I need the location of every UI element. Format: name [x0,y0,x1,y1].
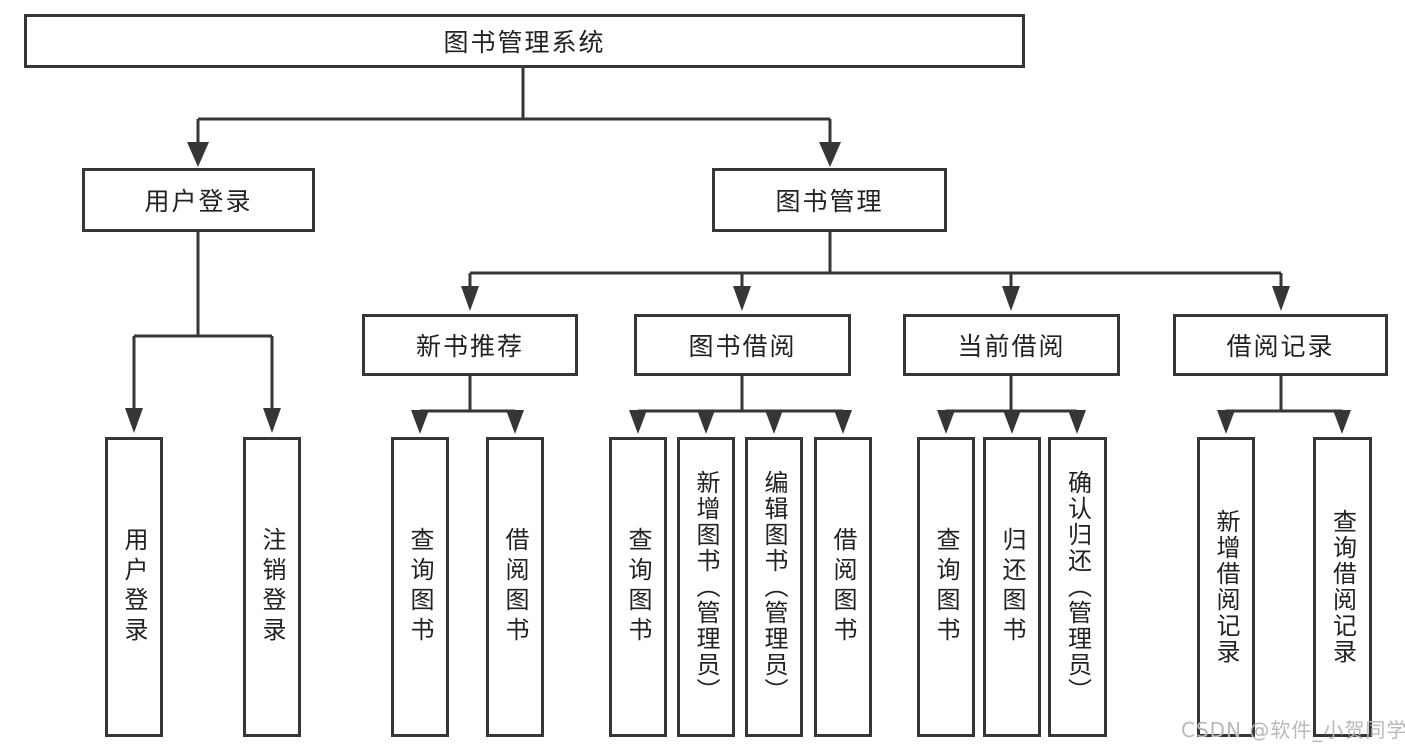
node-borrowing-records-label: 借阅记录 [1226,332,1335,361]
leaf-records-query-record: 查询借阅记录 [1313,437,1372,737]
connector-current-borrowing-branch [937,376,1086,434]
csdn-watermark: CSDN @软件_小贺同学 [1181,718,1405,742]
leaf-current-confirm-return-admin-label: 确认归还（管理员） [1063,470,1092,704]
leaf-current-return-books-label: 归还图书 [998,527,1026,647]
leaf-user-login: 用户登录 [105,437,163,737]
leaf-recommend-borrow-books-label: 借阅图书 [501,527,529,647]
node-new-book-recommend: 新书推荐 [362,314,578,376]
node-current-borrowing: 当前借阅 [903,314,1120,376]
node-current-borrowing-label: 当前借阅 [957,332,1066,361]
connector-book-management-to-level2 [461,232,1290,311]
leaf-logout-label: 注销登录 [258,527,286,647]
node-root-library-management-system: 图书管理系统 [24,14,1025,68]
leaf-borrow-borrow-books: 借阅图书 [814,437,872,737]
leaf-recommend-query-books: 查询图书 [391,437,449,737]
node-borrowing-records: 借阅记录 [1173,314,1388,376]
connector-book-borrowing-branch [629,376,852,434]
leaf-borrow-borrow-books-label: 借阅图书 [829,527,857,647]
leaf-user-login-label: 用户登录 [120,527,148,647]
leaf-borrow-query-books: 查询图书 [609,437,667,737]
leaf-records-query-record-label: 查询借阅记录 [1328,509,1357,665]
leaf-borrow-add-books-admin-label: 新增图书（管理员） [692,470,720,704]
leaf-borrow-query-books-label: 查询图书 [624,527,652,647]
node-book-management: 图书管理 [712,168,947,232]
leaf-records-add-record: 新增借阅记录 [1197,437,1255,737]
node-book-management-label: 图书管理 [775,187,884,216]
connector-new-book-recommend-branch [411,376,524,434]
leaf-borrow-edit-books-admin: 编辑图书（管理员） [745,437,803,737]
leaf-recommend-borrow-books: 借阅图书 [486,437,544,737]
leaf-current-query-books-label: 查询图书 [932,527,960,647]
node-book-borrowing-label: 图书借阅 [688,332,797,361]
leaf-borrow-edit-books-admin-label: 编辑图书（管理员） [760,470,788,704]
connector-root-to-level1 [187,68,841,167]
leaf-current-query-books: 查询图书 [917,437,975,737]
leaf-logout: 注销登录 [243,437,301,737]
connector-borrowing-records-branch [1217,376,1351,434]
node-new-book-recommend-label: 新书推荐 [415,332,524,361]
leaf-records-add-record-label: 新增借阅记录 [1212,509,1240,665]
node-user-login: 用户登录 [82,168,315,232]
leaf-borrow-add-books-admin: 新增图书（管理员） [677,437,735,737]
node-book-borrowing: 图书借阅 [634,314,851,376]
leaf-current-return-books: 归还图书 [983,437,1041,737]
leaf-current-confirm-return-admin: 确认归还（管理员） [1048,437,1107,737]
node-user-login-label: 用户登录 [144,187,253,216]
leaf-recommend-query-books-label: 查询图书 [406,527,434,647]
connector-user-login-branch [125,232,281,433]
node-root-label: 图书管理系统 [443,28,606,57]
